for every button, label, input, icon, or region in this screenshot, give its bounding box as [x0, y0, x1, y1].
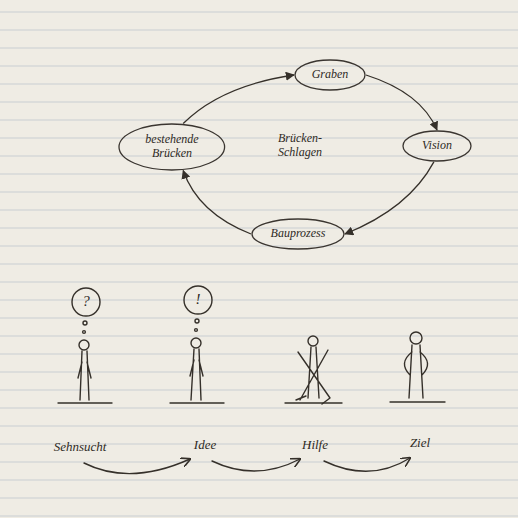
stage-label: Hilfe [302, 438, 328, 453]
stage-label: Sehnsucht [54, 440, 107, 455]
ellipse-node: Bauprozess [251, 218, 345, 250]
cycle-arrow [183, 75, 294, 124]
thought-symbol: ! [196, 291, 201, 308]
node-label: Graben [312, 68, 349, 82]
node-label: Vision [422, 139, 452, 153]
node-text-group: Bauprozess [271, 227, 326, 241]
node-text-group: Vision [422, 139, 452, 153]
ellipse-node: bestehende Brücken [118, 123, 226, 171]
node-label: Bauprozess [271, 227, 326, 241]
stage-label: Idee [194, 438, 216, 453]
thought-symbol: ? [82, 293, 90, 310]
center-label: Brücken-Schlagen [267, 132, 333, 160]
ellipse-node: Vision [402, 130, 472, 162]
cycle-arrow [345, 162, 434, 234]
node-text-group: bestehende Brücken [136, 133, 208, 161]
stage-label: Ziel [410, 436, 430, 451]
cycle-arrow [366, 75, 437, 130]
ellipse-node: Graben [294, 59, 366, 91]
cycle-arrow [183, 171, 251, 235]
node-label: bestehende Brücken [136, 133, 208, 161]
node-text-group: Graben [312, 68, 349, 82]
